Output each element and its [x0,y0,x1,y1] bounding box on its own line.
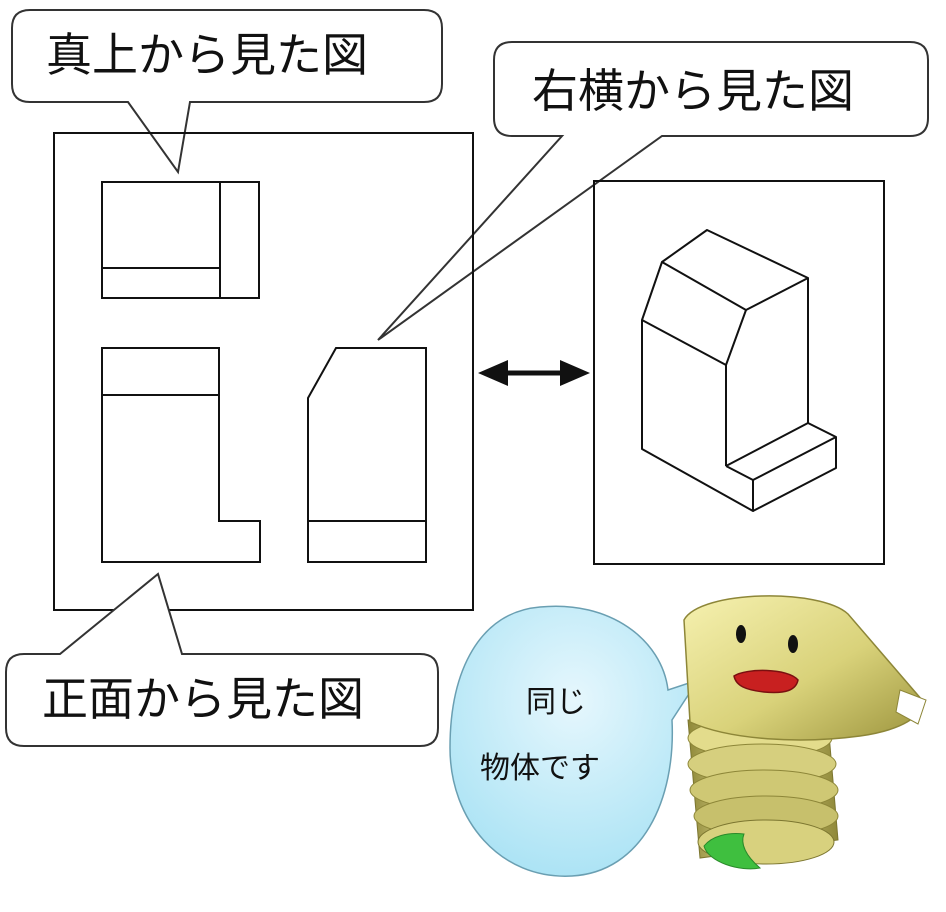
right-view-label: 右横から見た図 [532,64,854,118]
orthographic-frame [53,132,474,611]
double-arrow-icon [478,360,590,386]
mascot-eye-right [788,635,798,653]
screw-threads [687,717,839,870]
mascot-mouth [733,669,799,694]
side-view-drawing [307,347,427,563]
isometric-drawing [641,229,837,512]
callout-front-view [5,572,439,747]
top-view-drawing [101,181,260,299]
front-view-label: 正面から見た図 [42,672,364,726]
callout-top-view [11,9,443,175]
isometric-frame [593,180,885,565]
mascot-speech-bubble [449,605,700,877]
top-view-label: 真上から見た図 [46,28,368,82]
callout-right-view [377,41,929,341]
screw-head [683,595,927,741]
mascot-eye-left [736,625,746,643]
mascot-speech-line-1: 同じ [526,685,586,720]
front-view-drawing [101,347,261,563]
screw-mascot-icon [683,595,927,870]
mascot-speech-line-2: 物体です [480,751,600,786]
